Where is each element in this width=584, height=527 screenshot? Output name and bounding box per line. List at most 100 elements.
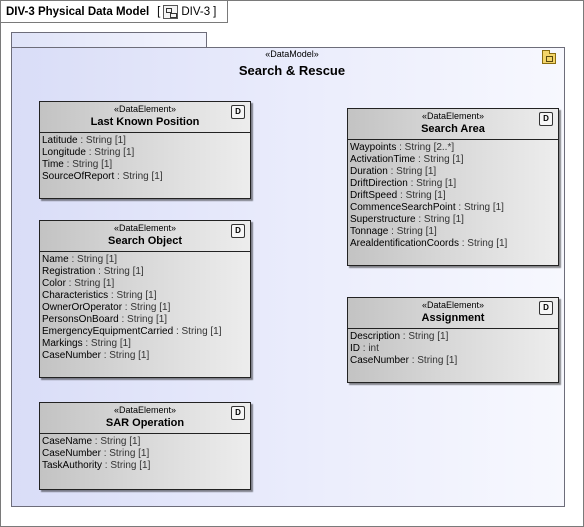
attribute-commence-search-point[interactable]: CommenceSearchPoint : String [1] (350, 202, 558, 214)
attribute-activation-time[interactable]: ActivationTime : String [1] (350, 154, 558, 166)
diagram-reference-open-bracket: [ (157, 5, 161, 18)
package-icon (542, 50, 556, 64)
attribute-case-name[interactable]: CaseName : String [1] (42, 436, 250, 448)
attribute-case-number[interactable]: CaseNumber : String [1] (350, 355, 558, 367)
attribute-name-field[interactable]: Name : String [1] (42, 254, 250, 266)
diagram-frame-tab[interactable]: DIV-3 Physical Data Model [ DIV-3 ] (1, 1, 228, 23)
attribute-type: : String [1] (85, 147, 135, 158)
attribute-owner-or-operator[interactable]: OwnerOrOperator : String [1] (42, 302, 250, 314)
attribute-type: : String [1] (118, 314, 168, 325)
attribute-type: : String [1] (108, 290, 157, 301)
attribute-id[interactable]: ID : int (350, 343, 558, 355)
attribute-name: Time (42, 159, 64, 170)
attribute-name: Waypoints (350, 142, 397, 153)
attribute-name: CaseName (42, 436, 93, 447)
attribute-name: Name (42, 254, 69, 265)
attribute-registration[interactable]: Registration : String [1] (42, 266, 250, 278)
data-element-assignment[interactable]: «DataElement» Assignment D Description :… (347, 297, 559, 383)
attribute-name: SourceOfReport (42, 171, 115, 182)
attribute-name: Characteristics (42, 290, 109, 301)
attribute-name: Tonnage (350, 226, 389, 237)
attribute-name: CaseNumber (42, 350, 101, 361)
attribute-time[interactable]: Time : String [1] (42, 159, 250, 171)
element-stereotype: «DataElement» (113, 223, 177, 233)
data-element-search-object[interactable]: «DataElement» Search Object D Name : Str… (39, 220, 251, 378)
element-stereotype: «DataElement» (113, 405, 177, 415)
package-name: Search & Rescue (238, 63, 346, 78)
attribute-superstructure[interactable]: Superstructure : String [1] (350, 214, 558, 226)
data-element-icon: D (539, 301, 553, 315)
attribute-name: ArealdentificationCoords (350, 238, 459, 249)
attribute-drift-direction[interactable]: DriftDirection : String [1] (350, 178, 558, 190)
attribute-type: : String [1] (92, 436, 141, 447)
attribute-type: : String [1] (173, 326, 222, 337)
attribute-tonnage[interactable]: Tonnage : String [1] (350, 226, 558, 238)
attribute-name: Registration (42, 266, 96, 277)
attribute-name: Latitude (42, 135, 78, 146)
element-header: «DataElement» SAR Operation D (40, 403, 250, 434)
diagram-reference-label: DIV-3 (181, 5, 211, 18)
attribute-area-identification-coords[interactable]: ArealdentificationCoords : String [1] (350, 238, 558, 250)
attribute-characteristics[interactable]: Characteristics : String [1] (42, 290, 250, 302)
element-header: «DataElement» Last Known Position D (40, 102, 250, 133)
element-name: Search Object (108, 235, 182, 247)
data-element-last-known-position[interactable]: «DataElement» Last Known Position D Lati… (39, 101, 251, 199)
element-name: SAR Operation (105, 417, 185, 429)
attribute-name: TaskAuthority (42, 460, 103, 471)
attribute-name: Color (42, 278, 66, 289)
attribute-name: OwnerOrOperator (42, 302, 123, 313)
attribute-name: PersonsOnBoard (42, 314, 119, 325)
diagram-reference[interactable]: [ DIV-3 ] (157, 4, 216, 19)
attribute-emergency-equipment-carried[interactable]: EmergencyEquipmentCarried : String [1] (42, 326, 250, 338)
package-stereotype: «DataModel» (265, 49, 319, 59)
attribute-type: : String [1] (397, 190, 446, 201)
attribute-source-of-report[interactable]: SourceOfReport : String [1] (42, 171, 250, 183)
attribute-name: ActivationTime (350, 154, 416, 165)
attribute-drift-speed[interactable]: DriftSpeed : String [1] (350, 190, 558, 202)
attribute-type: : String [1] (65, 278, 115, 289)
element-name: Last Known Position (90, 116, 200, 128)
attribute-type: : String [1] (455, 202, 504, 213)
attribute-list: Name : String [1] Registration : String … (40, 252, 250, 362)
attribute-type: : String [1] (122, 302, 171, 313)
attribute-case-number[interactable]: CaseNumber : String [1] (42, 350, 250, 362)
attribute-persons-on-board[interactable]: PersonsOnBoard : String [1] (42, 314, 250, 326)
attribute-task-authority[interactable]: TaskAuthority : String [1] (42, 460, 250, 472)
attribute-longitude[interactable]: Longitude : String [1] (42, 147, 250, 159)
attribute-type: : String [1] (388, 226, 437, 237)
data-element-icon: D (539, 112, 553, 126)
attribute-name: Superstructure (350, 214, 416, 225)
attribute-name: DriftDirection (350, 178, 408, 189)
package-tab[interactable] (11, 32, 207, 47)
attribute-name: DriftSpeed (350, 190, 398, 201)
attribute-waypoints[interactable]: Waypoints : String [2..*] (350, 142, 558, 154)
attribute-type: : String [1] (77, 135, 126, 146)
data-element-icon: D (231, 406, 245, 420)
attribute-name: CaseNumber (42, 448, 101, 459)
attribute-markings[interactable]: Markings : String [1] (42, 338, 250, 350)
attribute-name: EmergencyEquipmentCarried (42, 326, 174, 337)
attribute-type: : String [1] (415, 214, 464, 225)
data-element-icon: D (231, 105, 245, 119)
attribute-list: Description : String [1] ID : int CaseNu… (348, 329, 558, 367)
attribute-name: Description (350, 331, 401, 342)
attribute-description[interactable]: Description : String [1] (350, 331, 558, 343)
data-element-search-area[interactable]: «DataElement» Search Area D Waypoints : … (347, 108, 559, 266)
attribute-type: : String [1] (82, 338, 131, 349)
attribute-type: : int (360, 343, 379, 354)
attribute-type: : String [1] (458, 238, 508, 249)
data-element-icon: D (231, 224, 245, 238)
attribute-type: : String [1] (387, 166, 437, 177)
data-element-sar-operation[interactable]: «DataElement» SAR Operation D CaseName :… (39, 402, 251, 490)
attribute-color[interactable]: Color : String [1] (42, 278, 250, 290)
attribute-list: CaseName : String [1] CaseNumber : Strin… (40, 434, 250, 472)
attribute-case-number[interactable]: CaseNumber : String [1] (42, 448, 250, 460)
attribute-latitude[interactable]: Latitude : String [1] (42, 135, 250, 147)
attribute-duration[interactable]: Duration : String [1] (350, 166, 558, 178)
diagram-icon (163, 4, 179, 19)
attribute-type: : String [1] (100, 350, 150, 361)
attribute-name: ID (350, 343, 360, 354)
attribute-name: Duration (350, 166, 388, 177)
attribute-type: : String [1] (400, 331, 449, 342)
attribute-name: Longitude (42, 147, 86, 158)
